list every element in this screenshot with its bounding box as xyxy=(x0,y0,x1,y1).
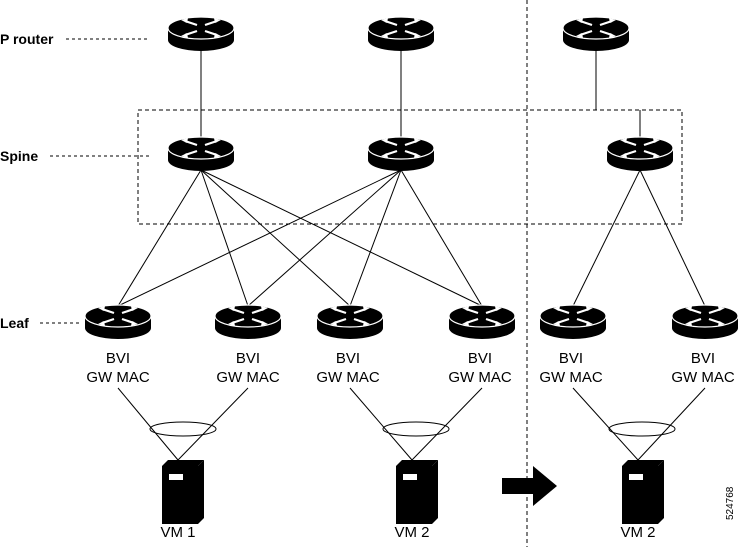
leaf-router-5 xyxy=(538,303,608,341)
vm-links xyxy=(117,387,706,461)
leaf-1-bvi: BVI xyxy=(106,350,130,367)
spine-leaf-links xyxy=(117,169,706,307)
leaf-4-bvi: BVI xyxy=(468,350,492,367)
p-router-label: P router xyxy=(0,31,54,47)
p-router-1 xyxy=(166,15,236,53)
leaf-label: Leaf xyxy=(0,315,29,331)
figure-id: 524768 xyxy=(725,486,736,520)
arrow-right-icon xyxy=(502,466,557,506)
leaf-router-3 xyxy=(315,303,385,341)
leaf-3-gwmac: GW MAC xyxy=(316,369,379,386)
leaf-6-gwmac: GW MAC xyxy=(671,369,734,386)
vm1-server-icon xyxy=(162,460,204,524)
leaf-1-gwmac: GW MAC xyxy=(86,369,149,386)
spine-router-1 xyxy=(166,135,236,173)
spine-router-3 xyxy=(605,135,675,173)
vm2-left-server-icon xyxy=(396,460,438,524)
leaf-6-bvi: BVI xyxy=(691,350,715,367)
leaf-5-bvi: BVI xyxy=(559,350,583,367)
spine-router-2 xyxy=(366,135,436,173)
spine-label: Spine xyxy=(0,148,38,164)
leaf-2-gwmac: GW MAC xyxy=(216,369,279,386)
p-router-links xyxy=(200,50,641,140)
leaf-4-gwmac: GW MAC xyxy=(448,369,511,386)
leaf-router-6 xyxy=(670,303,740,341)
p-router-3 xyxy=(561,15,631,53)
vm2-right-label: VM 2 xyxy=(620,524,655,541)
lag-ellipse-vm1 xyxy=(149,421,217,437)
leaf-router-4 xyxy=(447,303,517,341)
vm2-left-label: VM 2 xyxy=(394,524,429,541)
leaf-router-1 xyxy=(83,303,153,341)
p-router-2 xyxy=(366,15,436,53)
leaf-2-bvi: BVI xyxy=(236,350,260,367)
leaf-router-2 xyxy=(213,303,283,341)
leaf-5-gwmac: GW MAC xyxy=(539,369,602,386)
leaf-3-bvi: BVI xyxy=(336,350,360,367)
lag-ellipse-vm2-right xyxy=(608,421,676,437)
vm1-label: VM 1 xyxy=(160,524,195,541)
vm2-right-server-icon xyxy=(622,460,664,524)
lag-ellipse-vm2-left xyxy=(382,421,450,437)
